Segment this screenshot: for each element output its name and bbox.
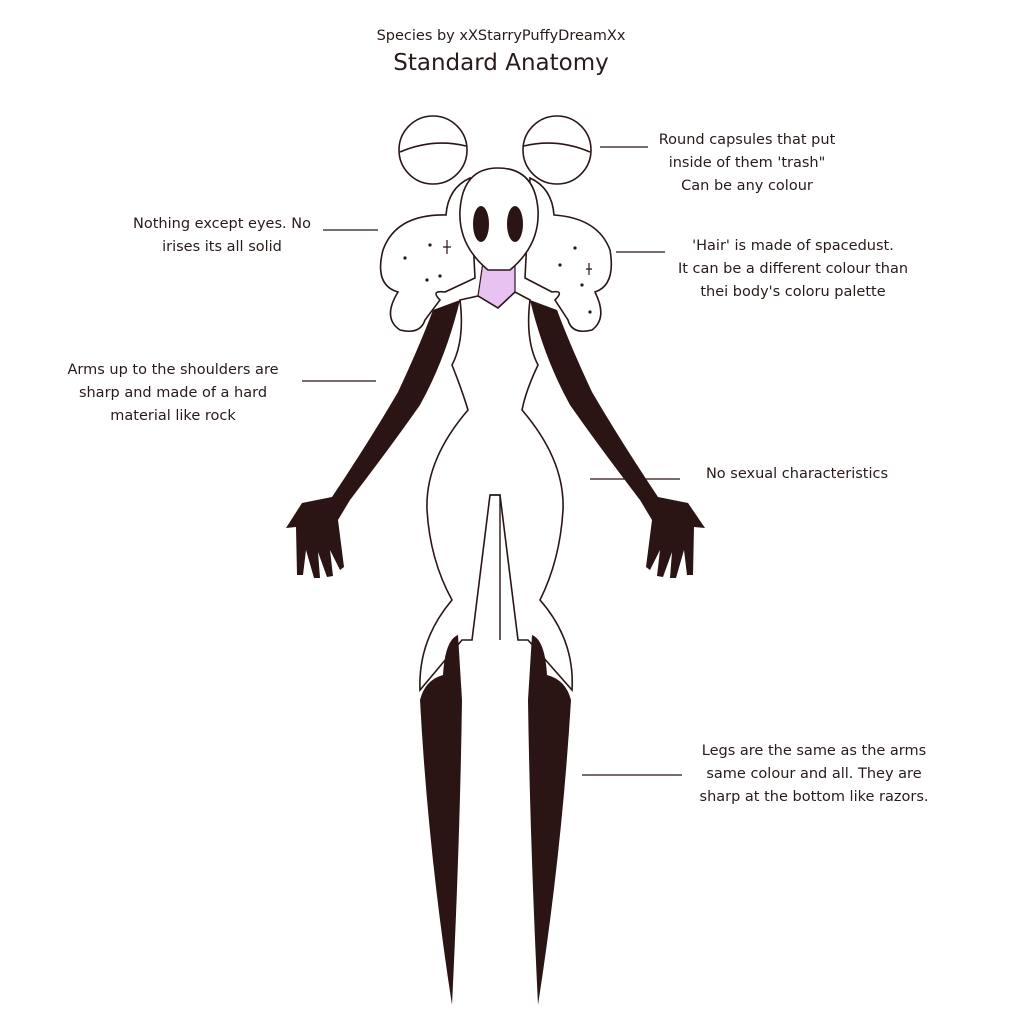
annotation-line: sharp and made of a hard xyxy=(78,385,268,401)
annotation-arms: Arms up to the shoulders are sharp and m… xyxy=(58,359,288,428)
annotation-line: Nothing except eyes. No xyxy=(133,216,311,232)
arm-left xyxy=(286,300,460,578)
annotation-line: sharp at the bottom like razors. xyxy=(699,789,929,805)
page-title: Standard Anatomy xyxy=(393,50,609,76)
annotation-line: Can be any colour xyxy=(681,178,813,194)
annotation-line: 'Hair' is made of spacedust. xyxy=(692,238,894,254)
hair-right xyxy=(524,176,613,333)
annotation-body: No sexual characteristics xyxy=(694,463,900,486)
annotation-line: Round capsules that put xyxy=(658,132,836,148)
annotation-line: thei body's coloru palette xyxy=(700,284,886,300)
leg-right xyxy=(528,635,571,1005)
eye-left xyxy=(473,206,489,242)
capsule-right xyxy=(522,115,592,185)
annotation-line: Legs are the same as the arms xyxy=(701,743,927,759)
annotation-capsules: Round capsules that put inside of them '… xyxy=(640,129,854,198)
leader-lines xyxy=(302,146,682,776)
capsule-left xyxy=(398,115,468,185)
annotation-legs: Legs are the same as the arms same colou… xyxy=(690,740,938,809)
annotation-line: No sexual characteristics xyxy=(705,466,889,482)
annotation-hair: 'Hair' is made of spacedust. It can be a… xyxy=(664,235,922,304)
eye-right xyxy=(507,206,523,242)
spacedust-stars xyxy=(403,240,592,314)
head xyxy=(459,167,539,271)
species-credit: Species by xXStarryPuffyDreamXx xyxy=(376,28,626,44)
annotation-line: material like rock xyxy=(110,408,236,424)
hair-left xyxy=(379,176,476,333)
inner-leg-gap xyxy=(490,494,501,640)
annotation-line: It can be a different colour than xyxy=(677,261,909,277)
torso xyxy=(419,291,574,693)
annotation-line: inside of them 'trash" xyxy=(668,155,826,171)
annotation-line: irises its all solid xyxy=(162,239,282,255)
annotation-line: Arms up to the shoulders are xyxy=(67,362,279,378)
arm-right xyxy=(530,300,705,578)
leg-left xyxy=(420,635,462,1005)
annotation-eyes: Nothing except eyes. No irises its all s… xyxy=(112,213,332,259)
annotation-line: same colour and all. They are xyxy=(706,766,922,782)
